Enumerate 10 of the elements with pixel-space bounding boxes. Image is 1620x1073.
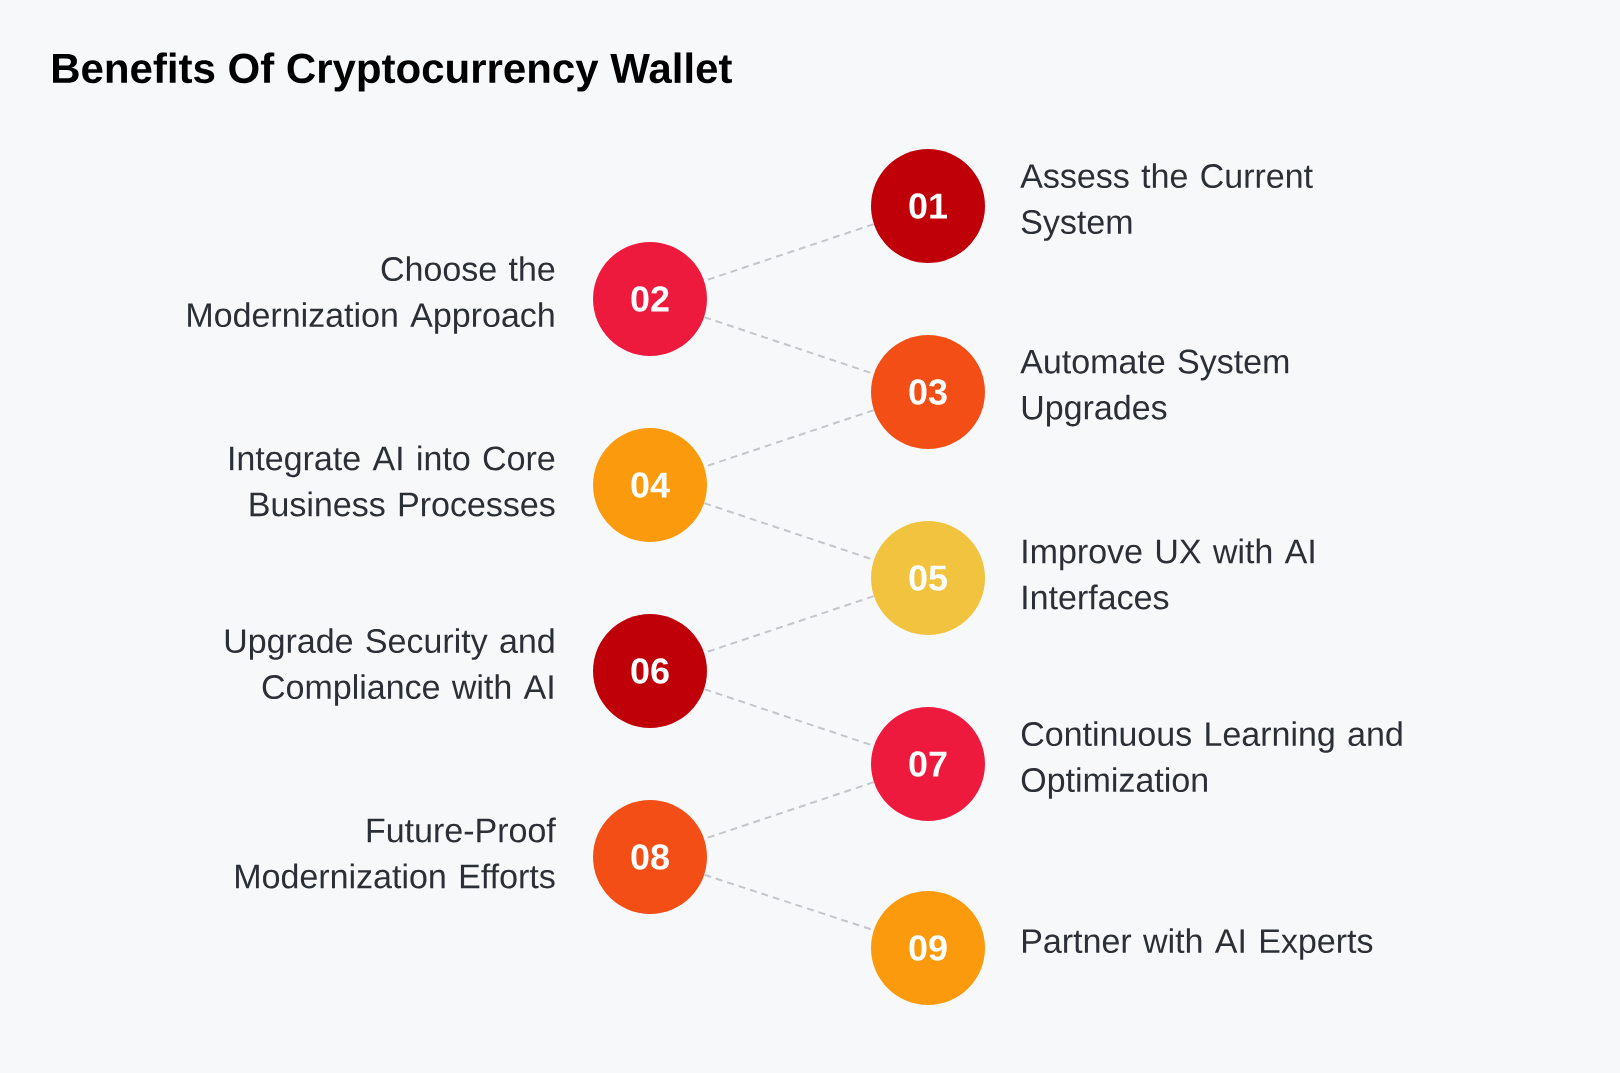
- step-label: Continuous Learning and Optimization: [1021, 721, 1402, 799]
- step-label: Automate System Upgrades: [1020, 349, 1289, 427]
- step-label: Choose the Modernization Approach: [188, 256, 555, 334]
- step-label: Assess the Current System: [1020, 163, 1313, 241]
- step-label: Improve UX with AI Interfaces: [1023, 538, 1314, 610]
- title: Benefits Of Cryptocurrency Wallet: [53, 52, 732, 92]
- step-label: Integrate AI into Core Business Processes: [230, 445, 555, 517]
- step-label: Future-Proof Modernization Efforts: [236, 817, 556, 889]
- step-label: Partner with AI Experts: [1023, 928, 1373, 960]
- step-label: Upgrade Security and Compliance with AI: [225, 628, 554, 706]
